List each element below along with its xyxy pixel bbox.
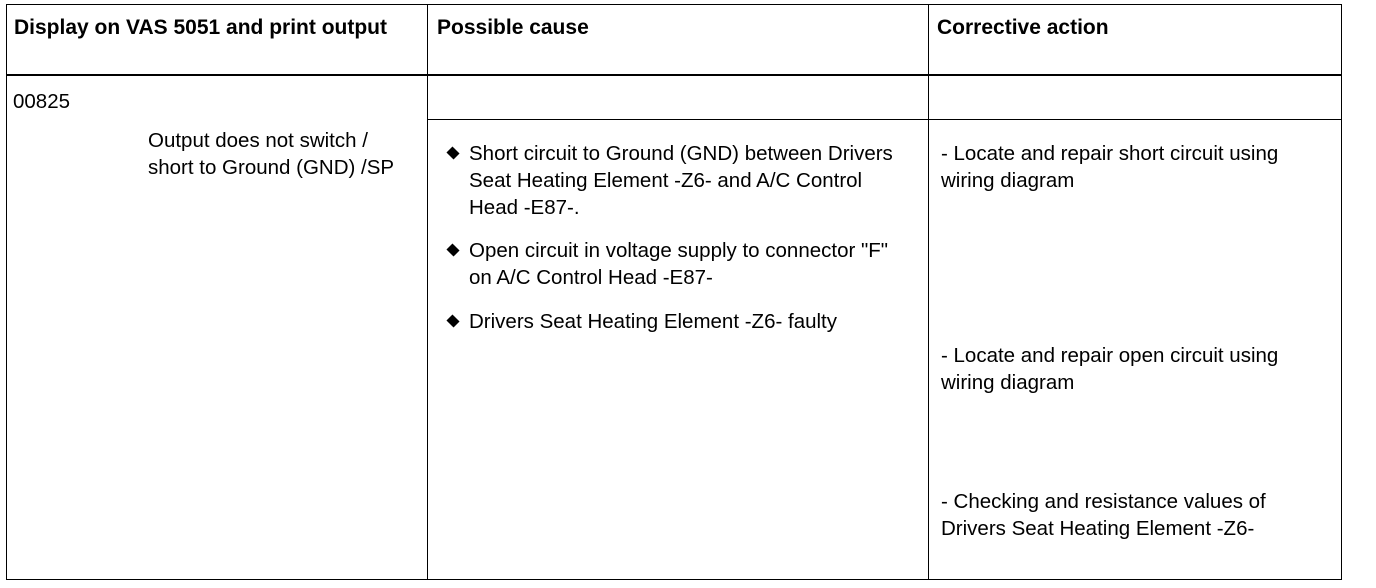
- action-item-1: - Locate and repair short circuit using …: [941, 142, 1279, 192]
- fault-table: Display on VAS 5051 and print output Pos…: [6, 4, 1342, 580]
- header-corrective-action: Corrective action: [937, 16, 1109, 39]
- action-item-2: - Locate and repair open circuit using w…: [941, 344, 1279, 394]
- cause-item-2: Open circuit in voltage supply to connec…: [469, 239, 889, 289]
- action-item-3: - Checking and resistance values of Driv…: [941, 490, 1266, 540]
- header-divider: [7, 74, 1341, 76]
- row-divider: [427, 119, 1341, 120]
- fault-code: 00825: [13, 90, 71, 113]
- cause-item-1: Short circuit to Ground (GND) between Dr…: [469, 142, 893, 219]
- header-possible-cause: Possible cause: [437, 16, 589, 39]
- cause-item-3: Drivers Seat Heating Element -Z6- faulty: [469, 310, 837, 333]
- fault-description: Output does not switch / short to Ground…: [148, 129, 395, 179]
- header-display-output: Display on VAS 5051 and print output: [14, 16, 387, 39]
- column-divider-2: [928, 5, 929, 579]
- column-divider-1: [427, 5, 428, 579]
